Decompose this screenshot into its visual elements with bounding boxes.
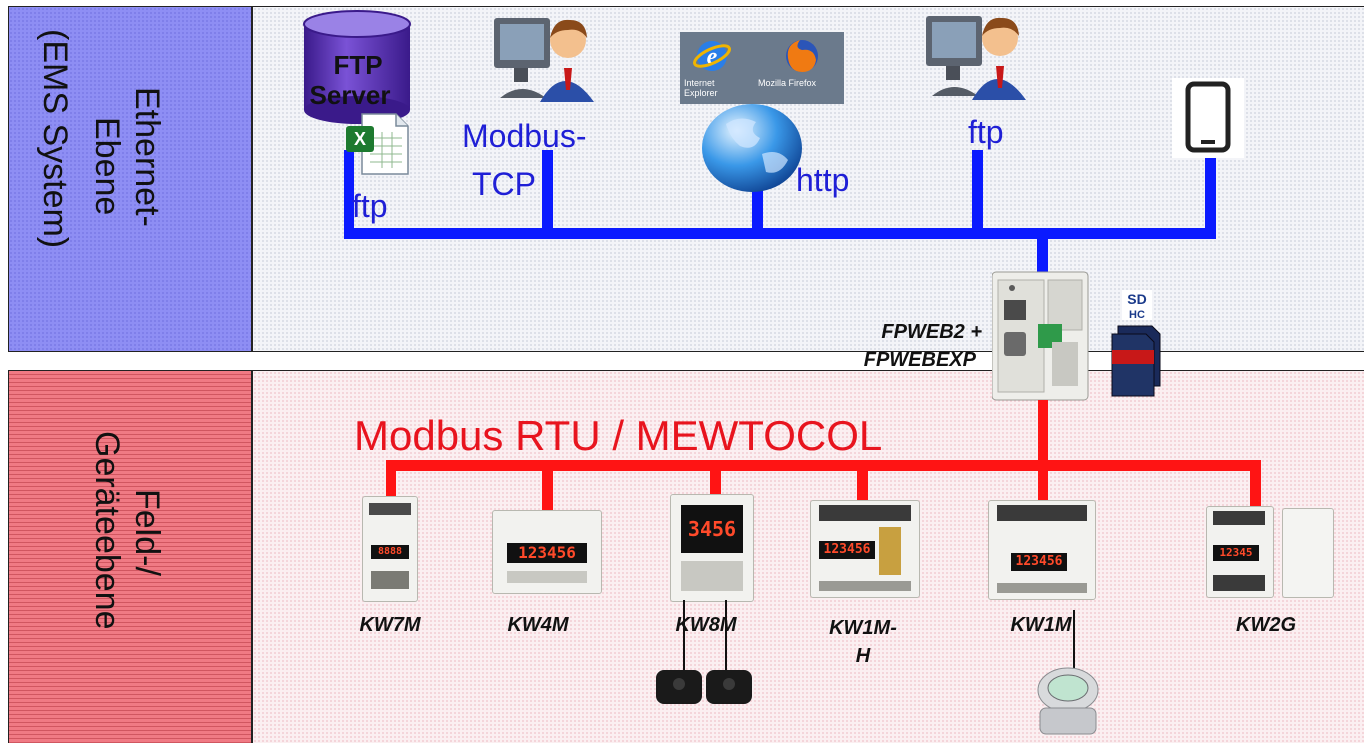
field-drop-kw8m bbox=[710, 466, 721, 494]
field-level-panel bbox=[252, 370, 1364, 743]
kw4m-display: 123456 bbox=[507, 543, 587, 563]
ebene-label: Ebene bbox=[88, 117, 126, 216]
ftp-server-label: FTP Server bbox=[310, 50, 400, 110]
field-drop-kw2g bbox=[1250, 466, 1261, 512]
kw1m-terminals bbox=[997, 505, 1087, 521]
svg-text:e: e bbox=[707, 44, 718, 70]
ethernet-drop-ftp-server bbox=[344, 150, 354, 234]
modbus-label-line1: Modbus- bbox=[462, 118, 587, 154]
kw2g-extension-module bbox=[1282, 508, 1334, 598]
kw8m-device: 3456 bbox=[670, 494, 754, 602]
kw4m-device: 123456 bbox=[492, 510, 602, 594]
kw2g-device: 12345 bbox=[1206, 506, 1274, 598]
ftp-label-client: ftp bbox=[968, 114, 1004, 150]
field-drop-kw1mh bbox=[857, 466, 868, 502]
http-label: http bbox=[796, 162, 850, 198]
modbus-label-line2: TCP bbox=[472, 166, 536, 202]
kw1m-h-label-line2: H bbox=[855, 645, 871, 667]
kw1m-h-module bbox=[879, 527, 901, 575]
kw1m-h-label: KW1M- H bbox=[808, 614, 918, 670]
gateway-label-line1: FPWEB2 + bbox=[881, 321, 982, 343]
excel-file-icon: X bbox=[346, 113, 409, 175]
ie-caption: Internet Explorer bbox=[684, 78, 734, 98]
fpweb2-gateway-device bbox=[992, 271, 1089, 401]
field-bus-line bbox=[386, 460, 1261, 471]
kw1m-h-label-line1: KW1M- bbox=[829, 617, 897, 639]
kw2g-bottom-terminals bbox=[1213, 575, 1265, 591]
pulse-meter-sensor bbox=[1037, 610, 1099, 735]
kw8m-label: KW8M bbox=[675, 614, 737, 636]
svg-text:SD: SD bbox=[1127, 291, 1146, 307]
ethernet-drop-ftp bbox=[972, 150, 983, 234]
ethernet-drop-modbus bbox=[542, 150, 553, 234]
firefox-caption: Mozilla Firefox bbox=[758, 78, 817, 88]
ftp-label-server: ftp bbox=[352, 188, 388, 224]
kw1m-h-device: 123456 bbox=[810, 500, 920, 598]
ethernet-bus-line bbox=[344, 228, 1216, 239]
field-drop-kw7m bbox=[386, 466, 396, 502]
kw4m-label: KW4M bbox=[507, 614, 569, 636]
svg-text:HC: HC bbox=[1129, 309, 1145, 321]
kw7m-device: 8888 bbox=[362, 496, 418, 602]
pc-user-icon bbox=[494, 18, 594, 102]
browser-icons-strip: e Internet Explorer Mozilla Firefox bbox=[680, 32, 844, 104]
kw7m-terminals bbox=[369, 503, 411, 515]
kw8m-display: 3456 bbox=[681, 505, 743, 553]
ftp-server-icon bbox=[303, 10, 411, 124]
kw2g-terminals bbox=[1213, 511, 1265, 525]
pc-user-icon-2 bbox=[926, 16, 1026, 100]
field-drop-kw4m bbox=[542, 466, 553, 512]
ethernet-label: Ethernet- bbox=[128, 87, 166, 227]
current-sensors bbox=[656, 600, 752, 704]
ftp-server-label-line1: FTP bbox=[333, 50, 383, 80]
sd-card-icon: SD HC bbox=[1111, 290, 1161, 397]
geraeteebene-label: Geräteebene bbox=[88, 431, 126, 630]
feld-label: Feld-/ bbox=[128, 489, 166, 576]
ie-caption-line1: Internet bbox=[684, 78, 715, 88]
gateway-label: FPWEB2 + FPWEBEXP bbox=[806, 318, 996, 374]
internet-explorer-icon: e bbox=[693, 41, 731, 71]
ethernet-drop-gateway bbox=[1037, 234, 1048, 272]
kw7m-buttons bbox=[371, 571, 409, 589]
kw1m-device: 123456 bbox=[988, 500, 1096, 600]
kw8m-buttons bbox=[681, 561, 743, 591]
ftp-server-label-line2: Server bbox=[309, 80, 391, 110]
ie-caption-line2: Explorer bbox=[684, 88, 718, 98]
ethernet-level-label-box: (EMS System) Ethernet- Ebene bbox=[8, 6, 252, 352]
kw7m-display: 8888 bbox=[371, 545, 409, 559]
kw1m-label: KW1M bbox=[1010, 614, 1072, 636]
gateway-label-line2: FPWEBEXP bbox=[863, 349, 976, 371]
field-drop-gateway bbox=[1038, 400, 1048, 466]
kw4m-buttons bbox=[507, 571, 587, 583]
kw1m-h-display: 123456 bbox=[819, 541, 875, 559]
kw1m-h-bottom-terminals bbox=[819, 581, 911, 591]
ethernet-drop-mobile bbox=[1205, 150, 1216, 234]
ethernet-drop-http bbox=[752, 188, 763, 234]
kw1m-bottom-terminals bbox=[997, 583, 1087, 593]
globe-icon bbox=[702, 104, 802, 192]
kw2g-label: KW2G bbox=[1236, 614, 1296, 636]
firefox-icon bbox=[786, 40, 818, 72]
kw2g-display: 12345 bbox=[1213, 545, 1259, 561]
kw1m-display: 123456 bbox=[1011, 553, 1067, 571]
field-drop-kw1m bbox=[1038, 466, 1048, 502]
modbus-tcp-label: Modbus- TCP bbox=[462, 112, 587, 208]
ems-system-label: (EMS System) bbox=[36, 29, 74, 249]
kw1m-h-terminals bbox=[819, 505, 911, 521]
field-bus-label: Modbus RTU / MEWTOCOL bbox=[354, 412, 883, 459]
svg-text:X: X bbox=[354, 129, 366, 149]
field-level-label-box: Feld-/ Geräteebene bbox=[8, 370, 252, 743]
kw7m-label: KW7M bbox=[359, 614, 421, 636]
mobile-device-icon bbox=[1172, 78, 1244, 158]
